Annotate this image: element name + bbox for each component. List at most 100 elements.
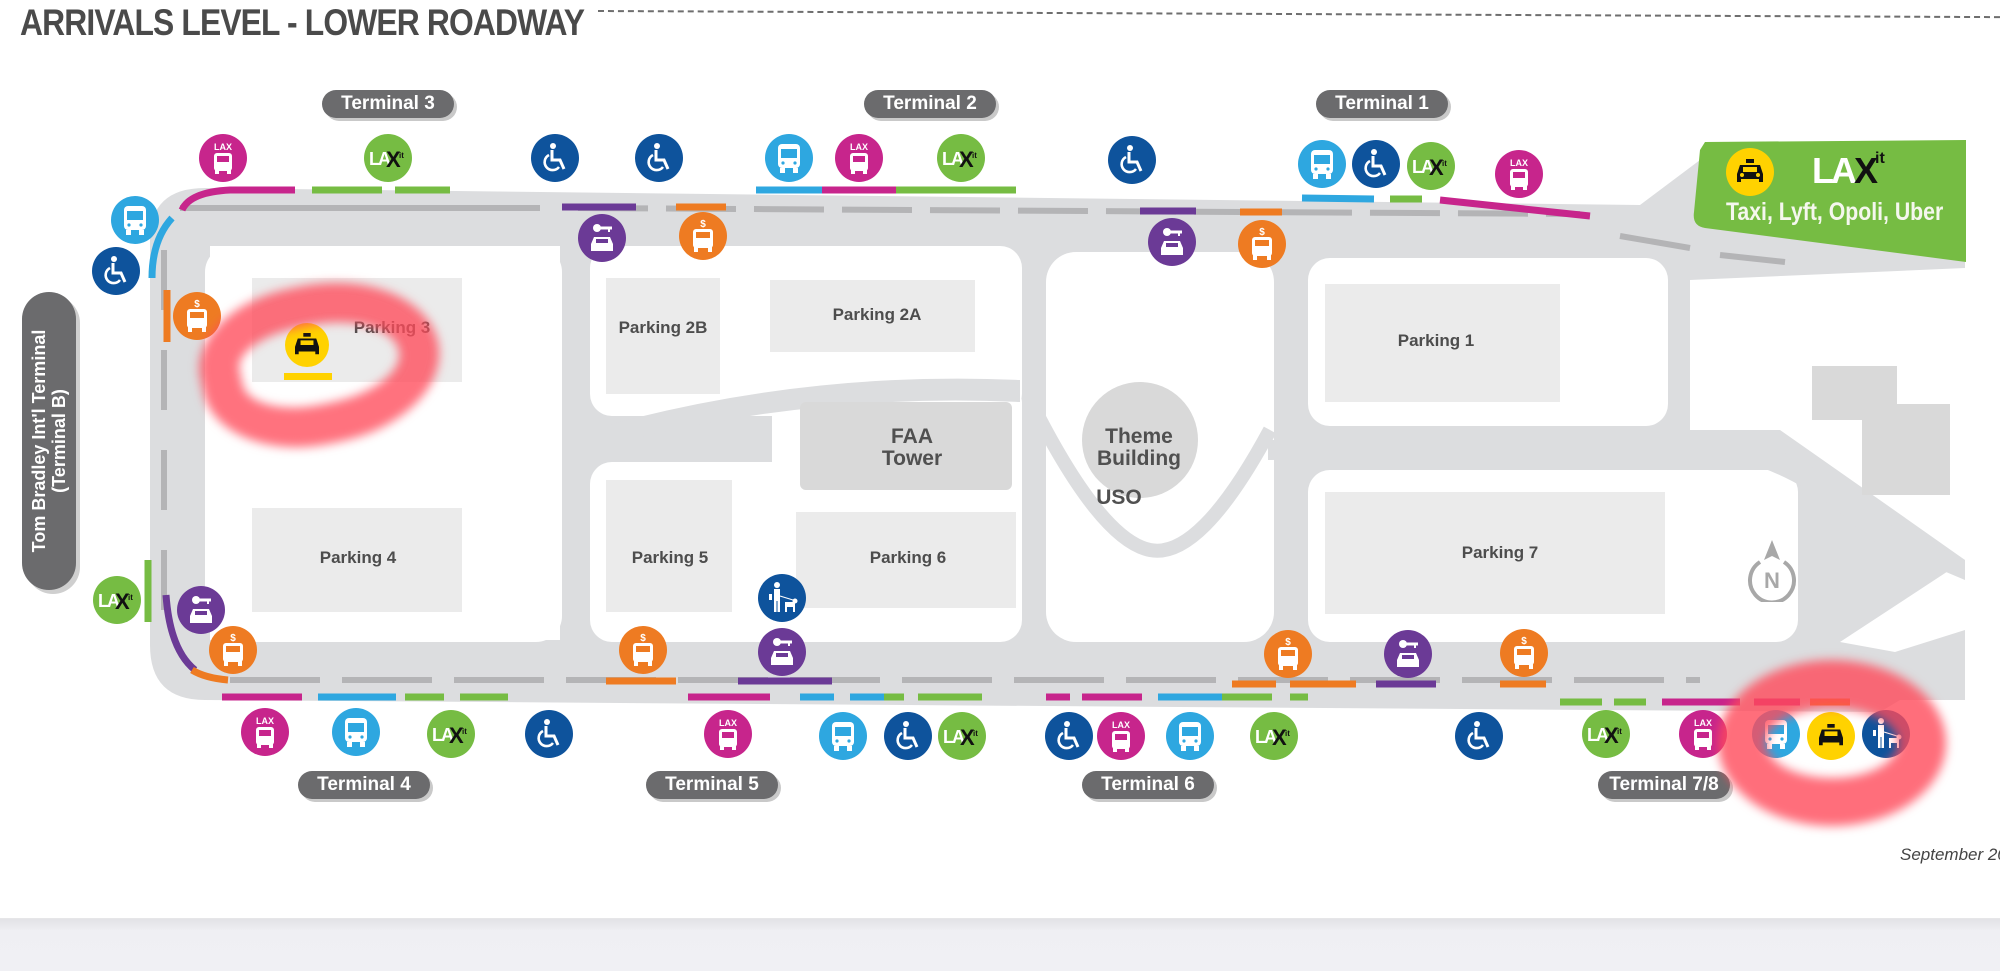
connector-road-east [1268,432,1965,580]
lot-parking-7 [1325,492,1665,614]
lot-label-parking-2b: Parking 2B [618,318,708,337]
svg-text:$: $ [230,633,236,644]
paid-shuttle-icon: $ [209,626,257,674]
svg-text:X: X [386,147,401,171]
rental-car-icon [758,628,806,676]
shuttle-bus-icon [819,712,867,760]
taxi-icon [1726,148,1774,196]
terminal-1-label: Terminal 1 [1316,90,1448,118]
laxit-logo: LAXit [1812,150,1885,192]
terminal-4-label: Terminal 4 [298,771,430,799]
svg-text:LAX: LAX [850,142,868,152]
rental-car-icon [1148,218,1196,266]
paid-shuttle-icon: $ [619,626,667,674]
pet-relief-icon [1862,710,1910,758]
map-date: September 20 [1900,845,2000,864]
lax-shuttle-icon: LAX [704,710,752,758]
svg-text:$: $ [700,219,706,230]
svg-text:$: $ [640,633,646,644]
rental-car-icon [1384,630,1432,678]
svg-text:X: X [1429,155,1444,179]
lot-label-parking-2a: Parking 2A [832,305,922,324]
lot-parking-3 [252,278,462,382]
accessible-icon [1455,712,1503,760]
svg-text:it: it [128,593,133,602]
shuttle-bus-icon [765,134,813,182]
terminal-6-label: Terminal 6 [1082,771,1214,799]
connector-road-theme-loop [1023,396,1277,558]
svg-text:it: it [972,151,977,160]
curb-zones-top [144,186,1591,684]
terminal-3-label: Terminal 3 [322,90,454,118]
accessible-icon [635,134,683,182]
svg-text:it: it [1617,727,1622,736]
accessible-icon [92,247,140,295]
theme-building-label: Theme Building [1097,426,1181,470]
connector-road-middle [590,378,1020,450]
curb-lax-shuttle [178,186,295,212]
svg-text:$: $ [1259,227,1265,238]
lot-label-parking-5: Parking 5 [631,548,709,567]
lax-shuttle-icon: LAX [835,134,883,182]
curb-shuttle-west [148,215,175,279]
curb-rental-west [162,594,198,673]
shuttle-bus-icon [1298,140,1346,188]
paid-shuttle-icon: $ [173,292,221,340]
lax-shuttle-icon: LAX [199,134,247,182]
rental-car-icon [177,586,225,634]
building-east [1812,366,1950,495]
lot-parking-1 [1325,284,1560,402]
lax-shuttle-icon: LAX [241,708,289,756]
svg-text:LAX: LAX [1112,720,1130,730]
lot-parking-6 [796,512,1016,608]
tom-bradley-terminal-label: Tom Bradley Int'l Terminal (Terminal B) [22,292,76,590]
faa-line-2: Tower [881,447,943,470]
svg-text:LA: LA [943,727,965,747]
building-theme [1082,382,1198,498]
lax-shuttle-icon: LAX [1495,150,1543,198]
laxit-logo-la: LA [1812,150,1857,191]
lot-label-parking-1: Parking 1 [1397,331,1475,350]
paid-shuttle-icon: $ [1500,629,1548,677]
lot-parking-4 [252,508,462,612]
accessible-icon [1108,136,1156,184]
terminal-5-label: Terminal 5 [646,771,778,799]
viewer-bottom-bar [0,918,2000,971]
north-arrow-icon: N [1748,540,1796,602]
svg-text:it: it [399,151,404,160]
shuttle-bus-icon [1752,710,1800,758]
lot-label-parking-3: Parking 3 [353,318,431,337]
map-title: ARRIVALS LEVEL - LOWER ROADWAY [20,2,585,43]
svg-text:LAX: LAX [1694,718,1712,728]
svg-text:LA: LA [98,591,120,611]
svg-text:X: X [1272,725,1287,749]
shuttle-bus-icon [332,708,380,756]
taxi-curb-marker [284,373,332,380]
paid-shuttle-icon: $ [1264,630,1312,678]
svg-text:LAX: LAX [256,716,274,726]
taxi-icon [285,323,329,367]
shuttle-bus-icon [1166,712,1214,760]
terminal-78-label: Terminal 7/8 [1598,771,1730,799]
lot-parking-5 [606,480,732,612]
svg-text:X: X [115,589,130,613]
svg-text:X: X [1604,723,1619,747]
map-page: ARRIVALS LEVEL - LOWER ROADWAY [20,2,2000,864]
building-faa-tower [800,402,1012,490]
svg-text:it: it [1285,729,1290,738]
accessible-icon [1045,712,1093,760]
svg-text:X: X [449,723,464,747]
accessible-icon [884,712,932,760]
lax-shuttle-icon: LAX [1679,710,1727,758]
svg-text:LA: LA [1412,157,1434,177]
lane-dashes-bottom [161,250,1700,683]
svg-text:$: $ [1285,637,1291,648]
faa-tower-label: FAA Tower [882,426,942,470]
curb-shuttle [1301,194,1375,203]
paid-shuttle-icon: $ [679,212,727,260]
